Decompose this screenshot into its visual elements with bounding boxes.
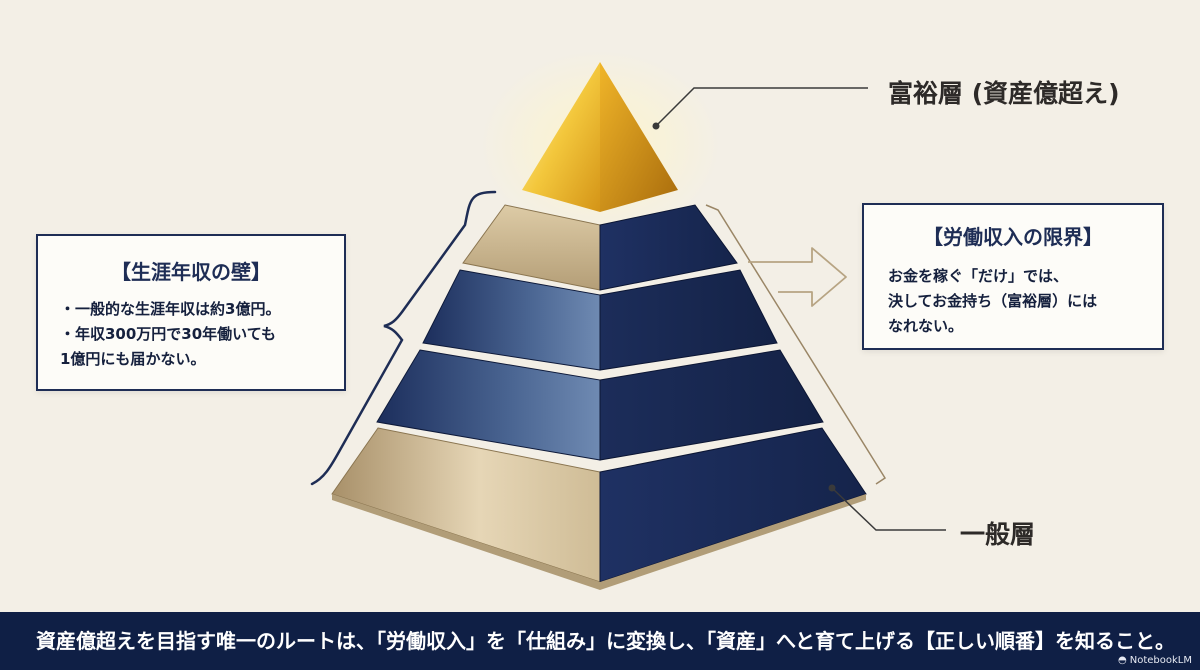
watermark-text: NotebookLM [1129,655,1192,666]
left-brace [310,190,497,486]
labor-income-title: 【労働収入の限界】 [923,225,1103,249]
right-bracket [705,204,887,485]
arrow-right-icon [748,247,847,307]
list-item: ・年収300万円で30年働いても [60,325,276,343]
bottom-tier-label: 一般層 [960,520,1036,549]
labor-income-box: 【労働収入の限界】 お金を稼ぐ「だけ」では、 決してお金持ち（富裕層）には なれ… [862,203,1164,350]
lifetime-income-list: ・一般的な生涯年収は約3億円。 ・年収300万円で30年働いても 1億円にも届か… [38,297,344,372]
top-leader-line [655,87,868,127]
pyramid-apex [522,62,678,212]
labor-income-text: お金を稼ぐ「だけ」では、 決してお金持ち（富裕層）には なれない。 [888,267,1098,335]
pyramid-tier-4 [462,204,738,291]
notebooklm-icon: ◓ [1118,655,1127,666]
list-item: 1億円にも届かない。 [60,350,206,368]
footer-text: 資産億超えを目指す唯一のルートは、「労働収入」を「仕組み」に変換し、「資産」へと… [36,629,1175,653]
pyramid-tier-2 [376,349,824,461]
watermark: ◓ NotebookLM [1118,655,1192,666]
top-tier-label: 富裕層 (資産億超え) [888,79,1120,108]
footer-banner: 資産億超えを目指す唯一のルートは、「労働収入」を「仕組み」に変換し、「資産」へと… [0,612,1200,670]
lifetime-income-box: 【生涯年収の壁】 ・一般的な生涯年収は約3億円。 ・年収300万円で30年働いて… [36,234,346,391]
bottom-leader-line [831,487,946,531]
lifetime-income-title: 【生涯年収の壁】 [111,260,271,284]
bottom-leader-dot [828,484,836,492]
list-item: ・一般的な生涯年収は約3億円。 [60,300,281,318]
pyramid-diagram [310,50,946,590]
top-leader-dot [652,122,660,130]
pyramid-tier-3 [422,269,778,371]
pyramid-tier-1 [331,427,867,590]
